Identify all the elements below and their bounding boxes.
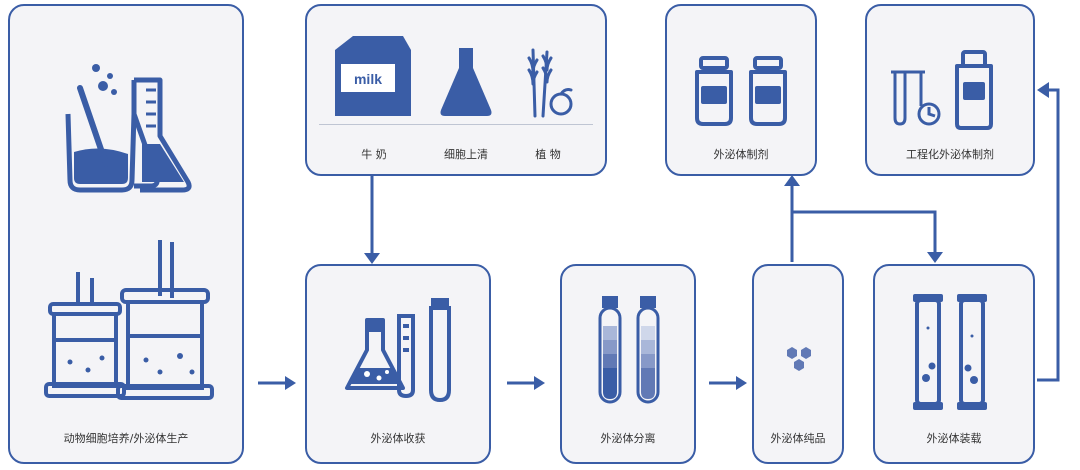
stage-engineered: 工程化外泌体制剂 xyxy=(865,4,1035,176)
arrowhead xyxy=(784,175,800,186)
stage-label: 外泌体纯品 xyxy=(770,432,826,445)
culture-illustration xyxy=(44,64,214,400)
flask-icon xyxy=(131,77,192,193)
wheat-icon xyxy=(527,48,573,118)
arrowhead xyxy=(736,376,747,390)
purification-illustration xyxy=(787,347,811,371)
vial-icon xyxy=(749,56,787,126)
separation-illustration xyxy=(598,296,660,404)
stage-formulation: 外泌体制剂 xyxy=(665,4,817,176)
stage-label: 动物细胞培养/外泌体生产 xyxy=(63,432,189,445)
bioreactor-icon xyxy=(116,240,214,400)
stage-purification: 外泌体纯品 xyxy=(752,264,844,464)
centrifuge-tube-icon xyxy=(636,296,660,404)
test-tube-timer-icon xyxy=(891,70,941,126)
source-label-cell-supernatant: 细胞上清 xyxy=(444,148,488,161)
stage-label: 外泌体制剂 xyxy=(713,148,769,161)
stage-harvest: 外泌体收获 xyxy=(305,264,491,464)
column-tube-icon xyxy=(915,298,985,406)
stage-loading: 外泌体装载 xyxy=(873,264,1035,464)
sources-illustration: milk xyxy=(335,36,573,118)
vial-icon xyxy=(695,56,733,126)
stage-sources: milk 牛 奶 细胞上清 植 物 xyxy=(305,4,607,176)
loading-illustration xyxy=(913,294,987,410)
flask-icon xyxy=(345,318,405,390)
stage-label: 外泌体装载 xyxy=(926,432,982,445)
arrow-branch-to-loading xyxy=(792,210,937,254)
flask-icon xyxy=(440,48,492,116)
beaker-icon xyxy=(65,85,137,193)
arrow-loading-to-engineered xyxy=(1037,88,1060,382)
arrowhead xyxy=(927,252,943,263)
arrowhead xyxy=(1037,82,1049,98)
formulation-illustration xyxy=(695,56,787,126)
source-label-milk: 牛 奶 xyxy=(361,148,387,161)
stage-label: 工程化外泌体制剂 xyxy=(906,148,994,161)
arrowhead xyxy=(534,376,545,390)
arrowhead xyxy=(285,376,296,390)
harvest-illustration xyxy=(345,298,451,403)
test-tube-icon xyxy=(397,306,451,403)
stage-cell-culture: 动物细胞培养/外泌体生产 xyxy=(8,4,244,464)
stage-separation: 外泌体分离 xyxy=(560,264,696,464)
hexagon-molecule-icon xyxy=(787,347,811,371)
milk-carton-icon: milk xyxy=(335,36,411,116)
source-label-plant: 植 物 xyxy=(535,148,561,161)
engineered-illustration xyxy=(891,50,993,130)
divider xyxy=(319,124,593,125)
bioreactor-icon xyxy=(44,272,126,398)
svg-text:milk: milk xyxy=(354,71,382,87)
stage-label: 外泌体分离 xyxy=(600,432,656,445)
arrowhead xyxy=(364,253,380,264)
stage-label: 外泌体收获 xyxy=(370,432,426,445)
centrifuge-tube-icon xyxy=(598,296,622,404)
bottle-icon xyxy=(955,50,993,130)
